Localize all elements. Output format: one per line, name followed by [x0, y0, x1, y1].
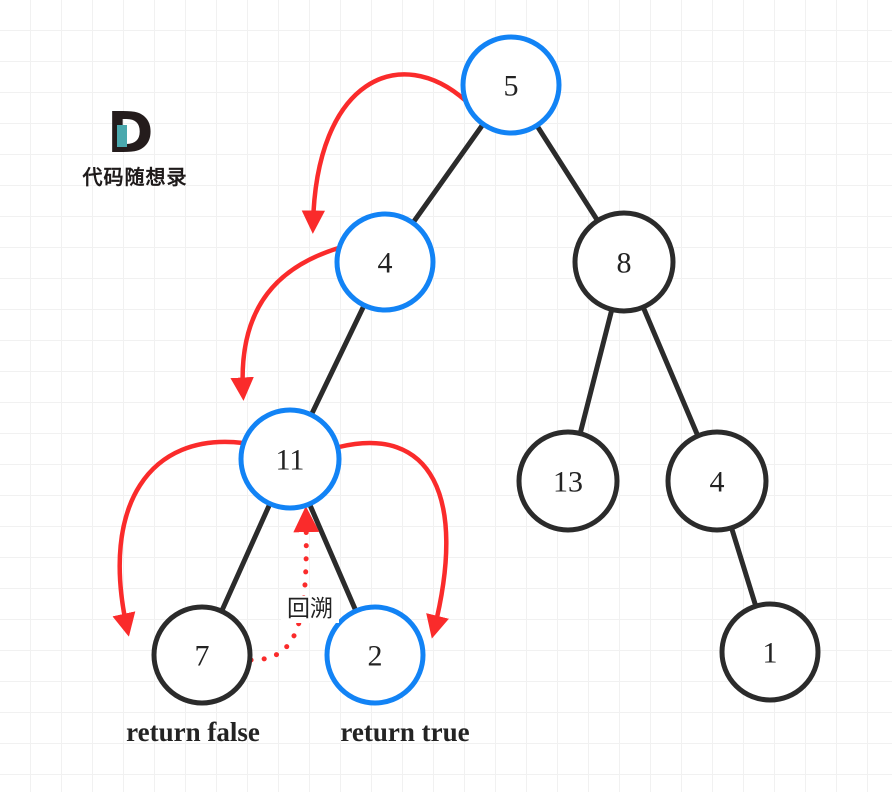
traversal-arrow-a3	[112, 439, 244, 637]
tree-edge-n4r-n1	[728, 523, 759, 611]
node-circle	[324, 604, 426, 706]
tree-edge-n11-n7	[218, 499, 274, 616]
node-circle	[238, 407, 342, 511]
logo-accent-bar	[117, 125, 127, 147]
tree-edge-n8-n13	[577, 305, 615, 438]
node-label: 13	[553, 466, 583, 499]
node-circle	[665, 429, 769, 533]
tree-node-n5[interactable]: 5	[460, 34, 562, 136]
node-label: 7	[195, 640, 210, 673]
annotation-backdrop	[281, 596, 339, 623]
tree-edge-layer	[218, 119, 759, 616]
annotation-layer: return false return true 回溯	[126, 596, 470, 747]
logo-letter: D	[107, 101, 153, 166]
tree-edge-n5-n4l	[409, 119, 487, 228]
tree-node-n2[interactable]: 2	[324, 604, 426, 706]
tree-node-n7[interactable]: 7	[151, 604, 253, 706]
tree-node-n11[interactable]: 11	[238, 407, 342, 511]
tree-edge-n5-n8	[533, 121, 602, 225]
tree-node-n4l[interactable]: 4	[334, 211, 436, 313]
node-label: 11	[276, 444, 305, 477]
annotation-ann-backtrack: 回溯	[287, 596, 333, 622]
logo-d-icon: D	[107, 101, 163, 166]
traversal-arrow-layer	[112, 72, 468, 663]
annotation-ann-false: return false	[126, 717, 260, 747]
node-circle	[516, 429, 620, 533]
tree-edge-n4l-n11	[307, 300, 368, 420]
node-circle	[572, 210, 676, 314]
node-circle	[151, 604, 253, 706]
tree-node-n4r[interactable]: 4	[665, 429, 769, 533]
node-label: 8	[617, 247, 632, 280]
node-circle	[460, 34, 562, 136]
watermark-logo: D 代码随想录	[70, 101, 200, 190]
tree-node-n8[interactable]: 8	[572, 210, 676, 314]
node-label: 4	[710, 466, 725, 499]
tree-node-n1[interactable]: 1	[719, 601, 821, 703]
logo-caption: 代码随想录	[82, 165, 188, 189]
node-circle	[334, 211, 436, 313]
tree-node-layer: 5 4 8 11 13 4 7 2 1	[151, 34, 821, 706]
node-label: 5	[504, 70, 519, 103]
node-label: 1	[763, 637, 778, 670]
node-label: 2	[368, 640, 383, 673]
traversal-arrow-a4	[338, 440, 449, 639]
tree-node-n13[interactable]: 13	[516, 429, 620, 533]
traversal-arrow-a2	[230, 244, 343, 401]
traversal-arrow-a1	[301, 72, 468, 234]
node-label: 4	[378, 247, 393, 280]
node-circle	[719, 601, 821, 703]
annotation-ann-true: return true	[340, 717, 469, 747]
traversal-arrow-a5	[248, 506, 320, 663]
tree-edge-n8-n4r	[639, 302, 702, 441]
